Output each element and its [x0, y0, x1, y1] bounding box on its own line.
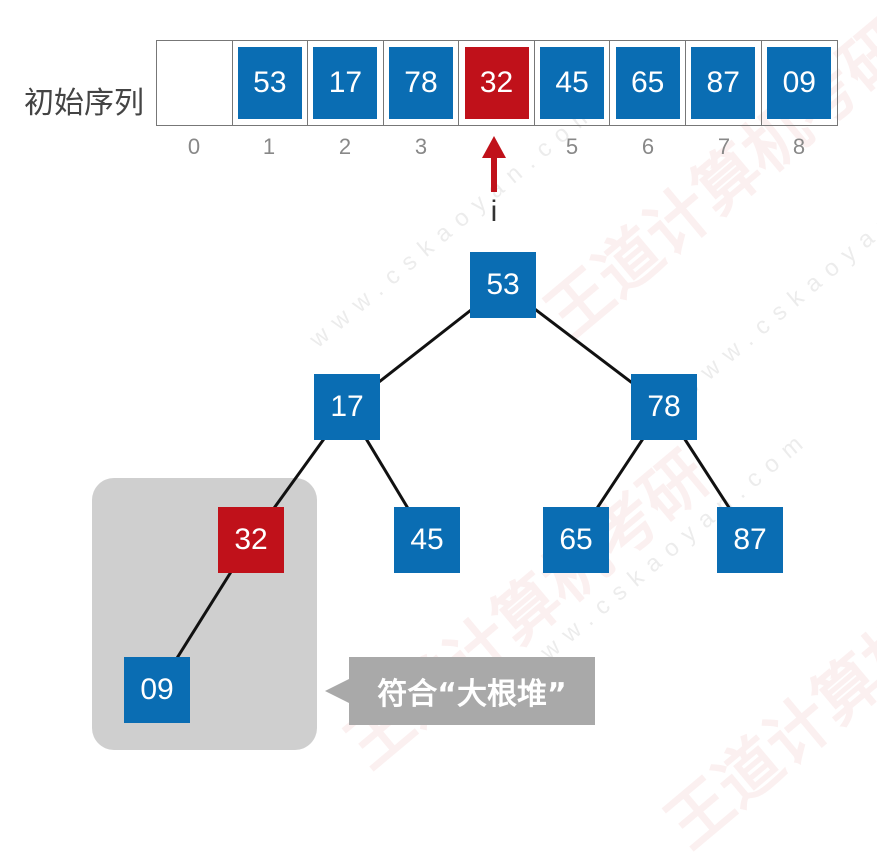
array-index-label: 8 — [792, 134, 806, 159]
array-cell-6: 65 — [610, 41, 686, 125]
tree-node: 17 — [314, 374, 380, 440]
array-value: 09 — [767, 47, 832, 119]
array-value: 87 — [691, 47, 756, 119]
tree-node: 65 — [543, 507, 609, 573]
tree-node: 87 — [717, 507, 783, 573]
heap-check-callout: 符合“大根堆” — [325, 657, 595, 725]
tree-node: 32 — [218, 507, 284, 573]
array-cell-1: 53 — [233, 41, 309, 125]
pointer-arrow-icon — [482, 136, 506, 192]
array-value: 78 — [388, 47, 453, 119]
tree-edges — [155, 283, 752, 691]
tree-node: 09 — [124, 657, 190, 723]
array-cell-2: 17 — [308, 41, 384, 125]
array-value: 17 — [313, 47, 378, 119]
array-index-label: 3 — [414, 134, 428, 159]
array-index-label: 0 — [187, 134, 201, 159]
array-cell-4: 32 — [459, 41, 535, 125]
array-index-label: 7 — [717, 134, 731, 159]
sequence-label: 初始序列 — [24, 86, 144, 121]
array-cell-7: 87 — [686, 41, 762, 125]
array-index-label: 2 — [338, 134, 352, 159]
array-index-label: 6 — [641, 134, 655, 159]
array-index-label: 5 — [565, 134, 579, 159]
tree-node: 45 — [394, 507, 460, 573]
pointer-label: i — [490, 195, 498, 228]
tree-node: 78 — [631, 374, 697, 440]
array-value: 32 — [464, 47, 529, 119]
array-cell-8: 09 — [762, 41, 838, 125]
array-cell-0 — [157, 41, 233, 125]
array-cell-3: 78 — [384, 41, 460, 125]
callout-text: 符合“大根堆” — [377, 677, 567, 712]
tree-node: 53 — [470, 252, 536, 318]
array-value: 53 — [237, 47, 302, 119]
array-index-label: 1 — [262, 134, 276, 159]
array-value: 65 — [615, 47, 680, 119]
array-value: 45 — [540, 47, 605, 119]
array-cell-5: 45 — [535, 41, 611, 125]
